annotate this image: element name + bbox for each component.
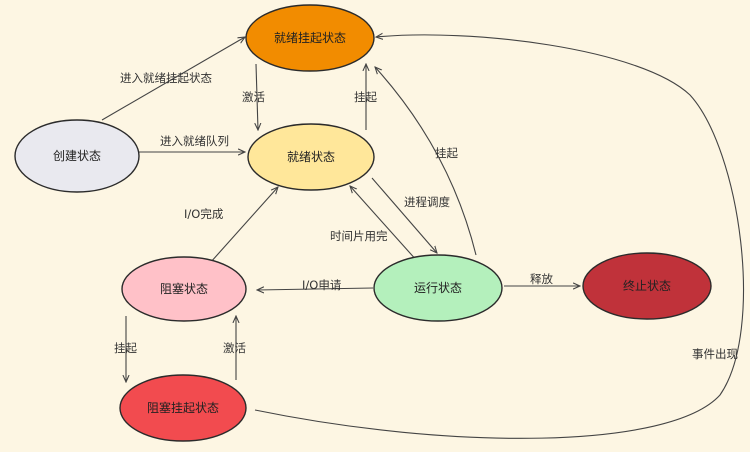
edge-io-request [257, 288, 374, 290]
edge-activate-ready [256, 63, 258, 130]
node-blocked[interactable]: 阻塞状态 [121, 256, 247, 322]
label-activate-blocked: 激活 [223, 341, 246, 355]
edge-suspend-running [375, 67, 477, 256]
node-blocked-suspended-shape [119, 374, 247, 442]
label-event-occurs: 事件出现 [692, 347, 738, 361]
node-blocked-shape [121, 256, 247, 322]
node-terminated[interactable]: 终止状态 [582, 252, 712, 320]
label-create-to-ready: 进入就绪队列 [160, 134, 229, 148]
node-running[interactable]: 运行状态 [373, 254, 503, 322]
label-suspend-ready: 挂起 [354, 90, 377, 104]
label-io-request: I/O申请 [302, 278, 342, 292]
node-blocked-suspended-label: 阻塞挂起状态 [147, 400, 219, 415]
node-terminated-shape [582, 252, 712, 320]
node-ready-shape [247, 123, 375, 191]
label-dispatch: 进程调度 [404, 195, 450, 209]
node-terminated-label: 终止状态 [623, 278, 671, 293]
edge-timeslice [350, 186, 419, 263]
edge-create-to-ready-suspended [101, 37, 245, 121]
node-running-shape [373, 254, 503, 322]
label-release: 释放 [530, 272, 553, 286]
node-blocked-label: 阻塞状态 [160, 281, 208, 296]
label-io-done: I/O完成 [184, 207, 224, 221]
node-ready-label: 就绪状态 [287, 150, 335, 164]
label-activate-ready: 激活 [242, 90, 265, 104]
node-running-label: 运行状态 [414, 281, 462, 295]
node-blocked-suspended[interactable]: 阻塞挂起状态 [119, 374, 247, 442]
node-ready-suspended-shape [245, 4, 375, 72]
label-create-to-ready-suspended: 进入就绪挂起状态 [120, 71, 212, 85]
label-timeslice: 时间片用完 [330, 229, 388, 243]
edge-io-done [209, 187, 278, 264]
node-created[interactable]: 创建状态 [14, 119, 140, 193]
node-ready-suspended[interactable]: 就绪挂起状态 [245, 4, 375, 72]
node-created-label: 创建状态 [53, 149, 101, 163]
label-suspend-running: 挂起 [435, 146, 458, 160]
node-ready-suspended-label: 就绪挂起状态 [274, 31, 346, 45]
edge-event-occurs [254, 35, 745, 439]
node-created-shape [14, 119, 140, 193]
label-suspend-blocked: 挂起 [114, 341, 137, 355]
node-ready[interactable]: 就绪状态 [247, 123, 375, 191]
edge-dispatch [371, 177, 437, 253]
